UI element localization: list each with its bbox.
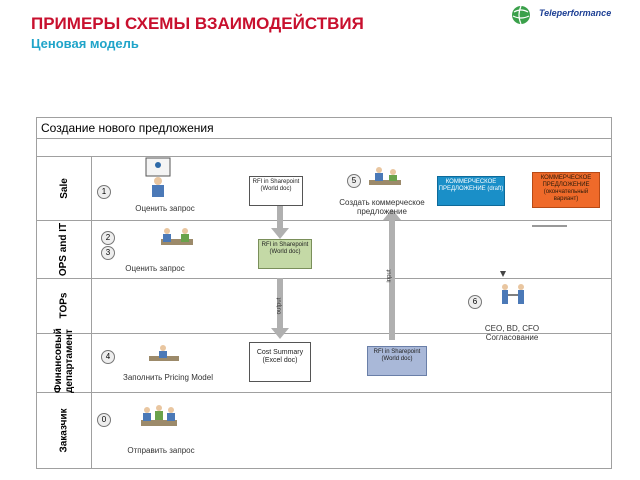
flow-arrow — [277, 278, 283, 330]
lane-finance: Финансовый департамент — [37, 328, 92, 393]
connectors — [271, 203, 567, 340]
rfi-sharepoint-doc: RFI in Sharepoint (World doc) — [249, 176, 303, 206]
lane-customer: Заказчик — [37, 392, 92, 468]
step-number: 5 — [347, 174, 361, 188]
flow-arrow — [277, 203, 283, 231]
offer-draft-badge: КОММЕРЧЕСКОЕ ПРЕДЛОЖЕНИЕ (draft) — [437, 176, 505, 206]
divider — [37, 220, 611, 221]
company-logo: Teleperformance — [509, 4, 637, 26]
cost-summary-doc: Cost Summary (Excel doc) — [249, 342, 311, 382]
diagram-title: Создание нового предложения — [41, 121, 214, 135]
person-at-desk-icon — [149, 345, 179, 361]
offer-final-badge: КОММЕРЧЕСКОЕ ПРЕДЛОЖЕНИЕ (окончательный … — [532, 172, 600, 208]
person-with-sign-icon — [145, 157, 171, 197]
page-subtitle: Ценовая модель — [31, 36, 139, 51]
divider — [37, 278, 611, 279]
process-diagram: Создание нового предложения Sale OPS and… — [36, 117, 612, 469]
step-number: 4 — [101, 350, 115, 364]
flow-label: output — [276, 297, 283, 315]
person-at-desk-icon — [369, 167, 401, 185]
flow-arrow — [389, 218, 395, 340]
divider — [37, 333, 611, 334]
step-caption: Создать коммерческое предложение — [339, 198, 425, 216]
step-number: 2 — [101, 231, 115, 245]
flow-arrow-head — [271, 328, 289, 339]
step-caption: Заполнить Pricing Model — [123, 373, 213, 382]
step-caption: Отправить запрос — [127, 446, 195, 455]
step-number: 1 — [97, 185, 111, 199]
divider — [37, 156, 611, 157]
divider — [37, 138, 611, 139]
lane-ops-it: OPS and IT — [37, 220, 92, 278]
flow-arrow-head — [383, 209, 401, 220]
globe-icon — [512, 5, 530, 25]
flow-arrow-head — [500, 271, 506, 277]
lane-sale: Sale — [37, 156, 92, 220]
rfi-sharepoint-doc: RFI in Sharepoint (World doc) — [367, 346, 427, 376]
logo-text: Teleperformance — [539, 8, 612, 18]
step-number: 0 — [97, 413, 111, 427]
step-number: 6 — [468, 295, 482, 309]
step-number: 3 — [101, 246, 115, 260]
divider — [37, 392, 611, 393]
meeting-people-icon — [161, 228, 193, 245]
rfi-sharepoint-doc: RFI in Sharepoint (World doc) — [258, 239, 312, 269]
page-title: ПРИМЕРЫ СХЕМЫ ВЗАИМОДЕЙСТВИЯ — [31, 14, 364, 33]
step-caption: CEO, BD, CFO Согласование — [484, 324, 540, 342]
flow-label: input — [386, 269, 393, 283]
group-people-icon — [141, 405, 177, 426]
lane-tops: TOPs — [37, 278, 92, 333]
flow-arrow-head — [271, 228, 289, 239]
handshake-people-icon — [502, 284, 524, 304]
step-caption: Оценить запрос — [125, 264, 185, 273]
step-caption: Оценить запрос — [135, 204, 195, 213]
